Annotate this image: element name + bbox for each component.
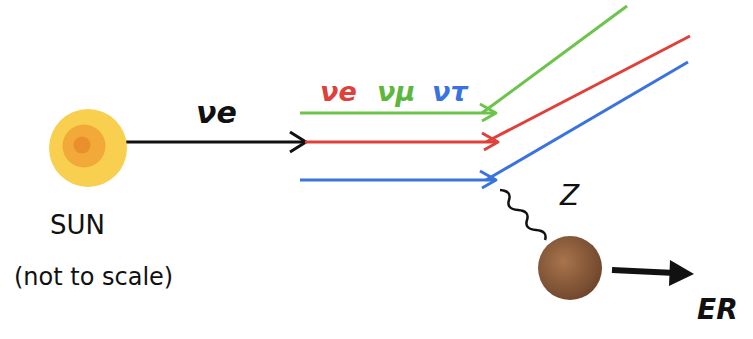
recoil-arrow xyxy=(612,270,675,273)
particle-label: νμ xyxy=(377,78,415,105)
sun-disc xyxy=(49,109,127,187)
sun-node: SUN (not to scale) xyxy=(8,100,218,305)
sun-core xyxy=(63,125,106,168)
energy-label: ER xyxy=(697,296,738,324)
flavour-line xyxy=(482,6,627,113)
particle-label: νe xyxy=(320,78,357,105)
neutrino-line xyxy=(108,141,305,144)
node-title: SUN xyxy=(50,212,105,238)
arrow-head xyxy=(290,132,306,152)
sun-core xyxy=(73,136,90,153)
flavour-line xyxy=(305,141,497,144)
boson-wave xyxy=(500,190,546,240)
boson-label: Z xyxy=(560,182,579,210)
particle-label: νe xyxy=(196,98,237,128)
flavour-line xyxy=(486,62,688,180)
flavour-line xyxy=(300,112,495,115)
flavour-line xyxy=(300,179,495,182)
flavour-line xyxy=(486,36,690,142)
nucleus xyxy=(538,236,602,300)
arrow-head xyxy=(669,260,694,286)
particle-label: ντ xyxy=(432,78,468,105)
node-note: (not to scale) xyxy=(14,265,173,289)
